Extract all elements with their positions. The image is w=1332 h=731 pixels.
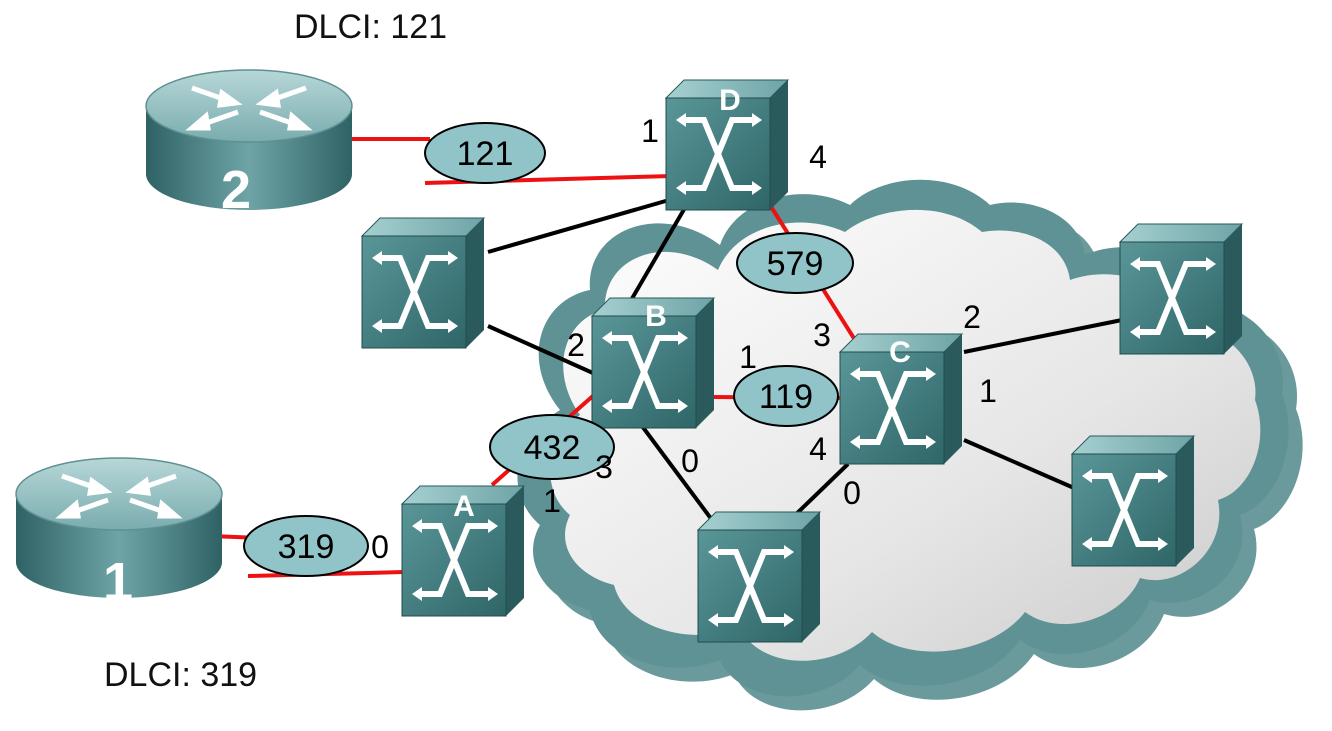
link-d-b [628,204,688,304]
switch-b: B [592,298,714,428]
switch-b-label: B [645,300,667,333]
link-c-bottom [788,462,850,522]
svg-text:432: 432 [524,429,581,467]
router-2-label: 2 [221,160,251,220]
switch-a-label: A [453,490,475,523]
port-d-4: 4 [809,139,827,175]
switch-left [362,218,484,348]
switch-d: D [666,80,788,210]
port-c-2: 2 [963,299,981,335]
dlci-oval-119: 119 [733,365,839,427]
port-c-4: 4 [809,431,827,467]
switch-d-label: D [719,84,741,117]
port-a-0: 0 [371,529,389,565]
switch-right-bottom [1072,436,1194,566]
port-c-0: 0 [843,475,861,511]
port-c-3: 3 [813,317,831,353]
svg-text:121: 121 [457,135,514,173]
switch-bottom [698,512,820,642]
port-b-0: 0 [681,443,699,479]
switch-c-label: C [889,336,911,369]
router-1: 1 [16,458,222,612]
links [209,137,1123,578]
port-labels: 1 4 2 1 0 3 3 2 1 4 0 0 1 [371,113,997,565]
dlci-oval-432: 432 [489,414,615,480]
router-1-label: 1 [103,552,133,612]
dlci-oval-579: 579 [736,232,854,294]
dlci-caption-bottom: DLCI: 319 [104,656,258,694]
router-2: 2 [146,70,352,220]
switch-a: A [402,486,524,616]
switch-c: C [840,334,962,464]
link-c-right-bottom [963,438,1075,490]
link-sw-b [487,324,605,380]
port-a-1: 1 [543,483,561,519]
dlci-oval-121: 121 [424,122,546,184]
link-d-sw [487,196,677,254]
dlci-caption-top: DLCI: 121 [294,8,448,46]
port-b-1: 1 [739,339,757,375]
svg-text:119: 119 [759,378,813,416]
svg-text:319: 319 [278,528,335,566]
port-c-1: 1 [979,373,997,409]
switch-right-top [1120,224,1242,354]
link-c-right-top [963,318,1123,354]
dlci-oval-319: 319 [243,515,369,577]
svg-text:579: 579 [767,245,824,283]
port-b-2: 2 [567,327,585,363]
link-b-bottom [640,424,720,530]
port-d-1: 1 [641,113,659,149]
port-b-3: 3 [595,449,613,485]
